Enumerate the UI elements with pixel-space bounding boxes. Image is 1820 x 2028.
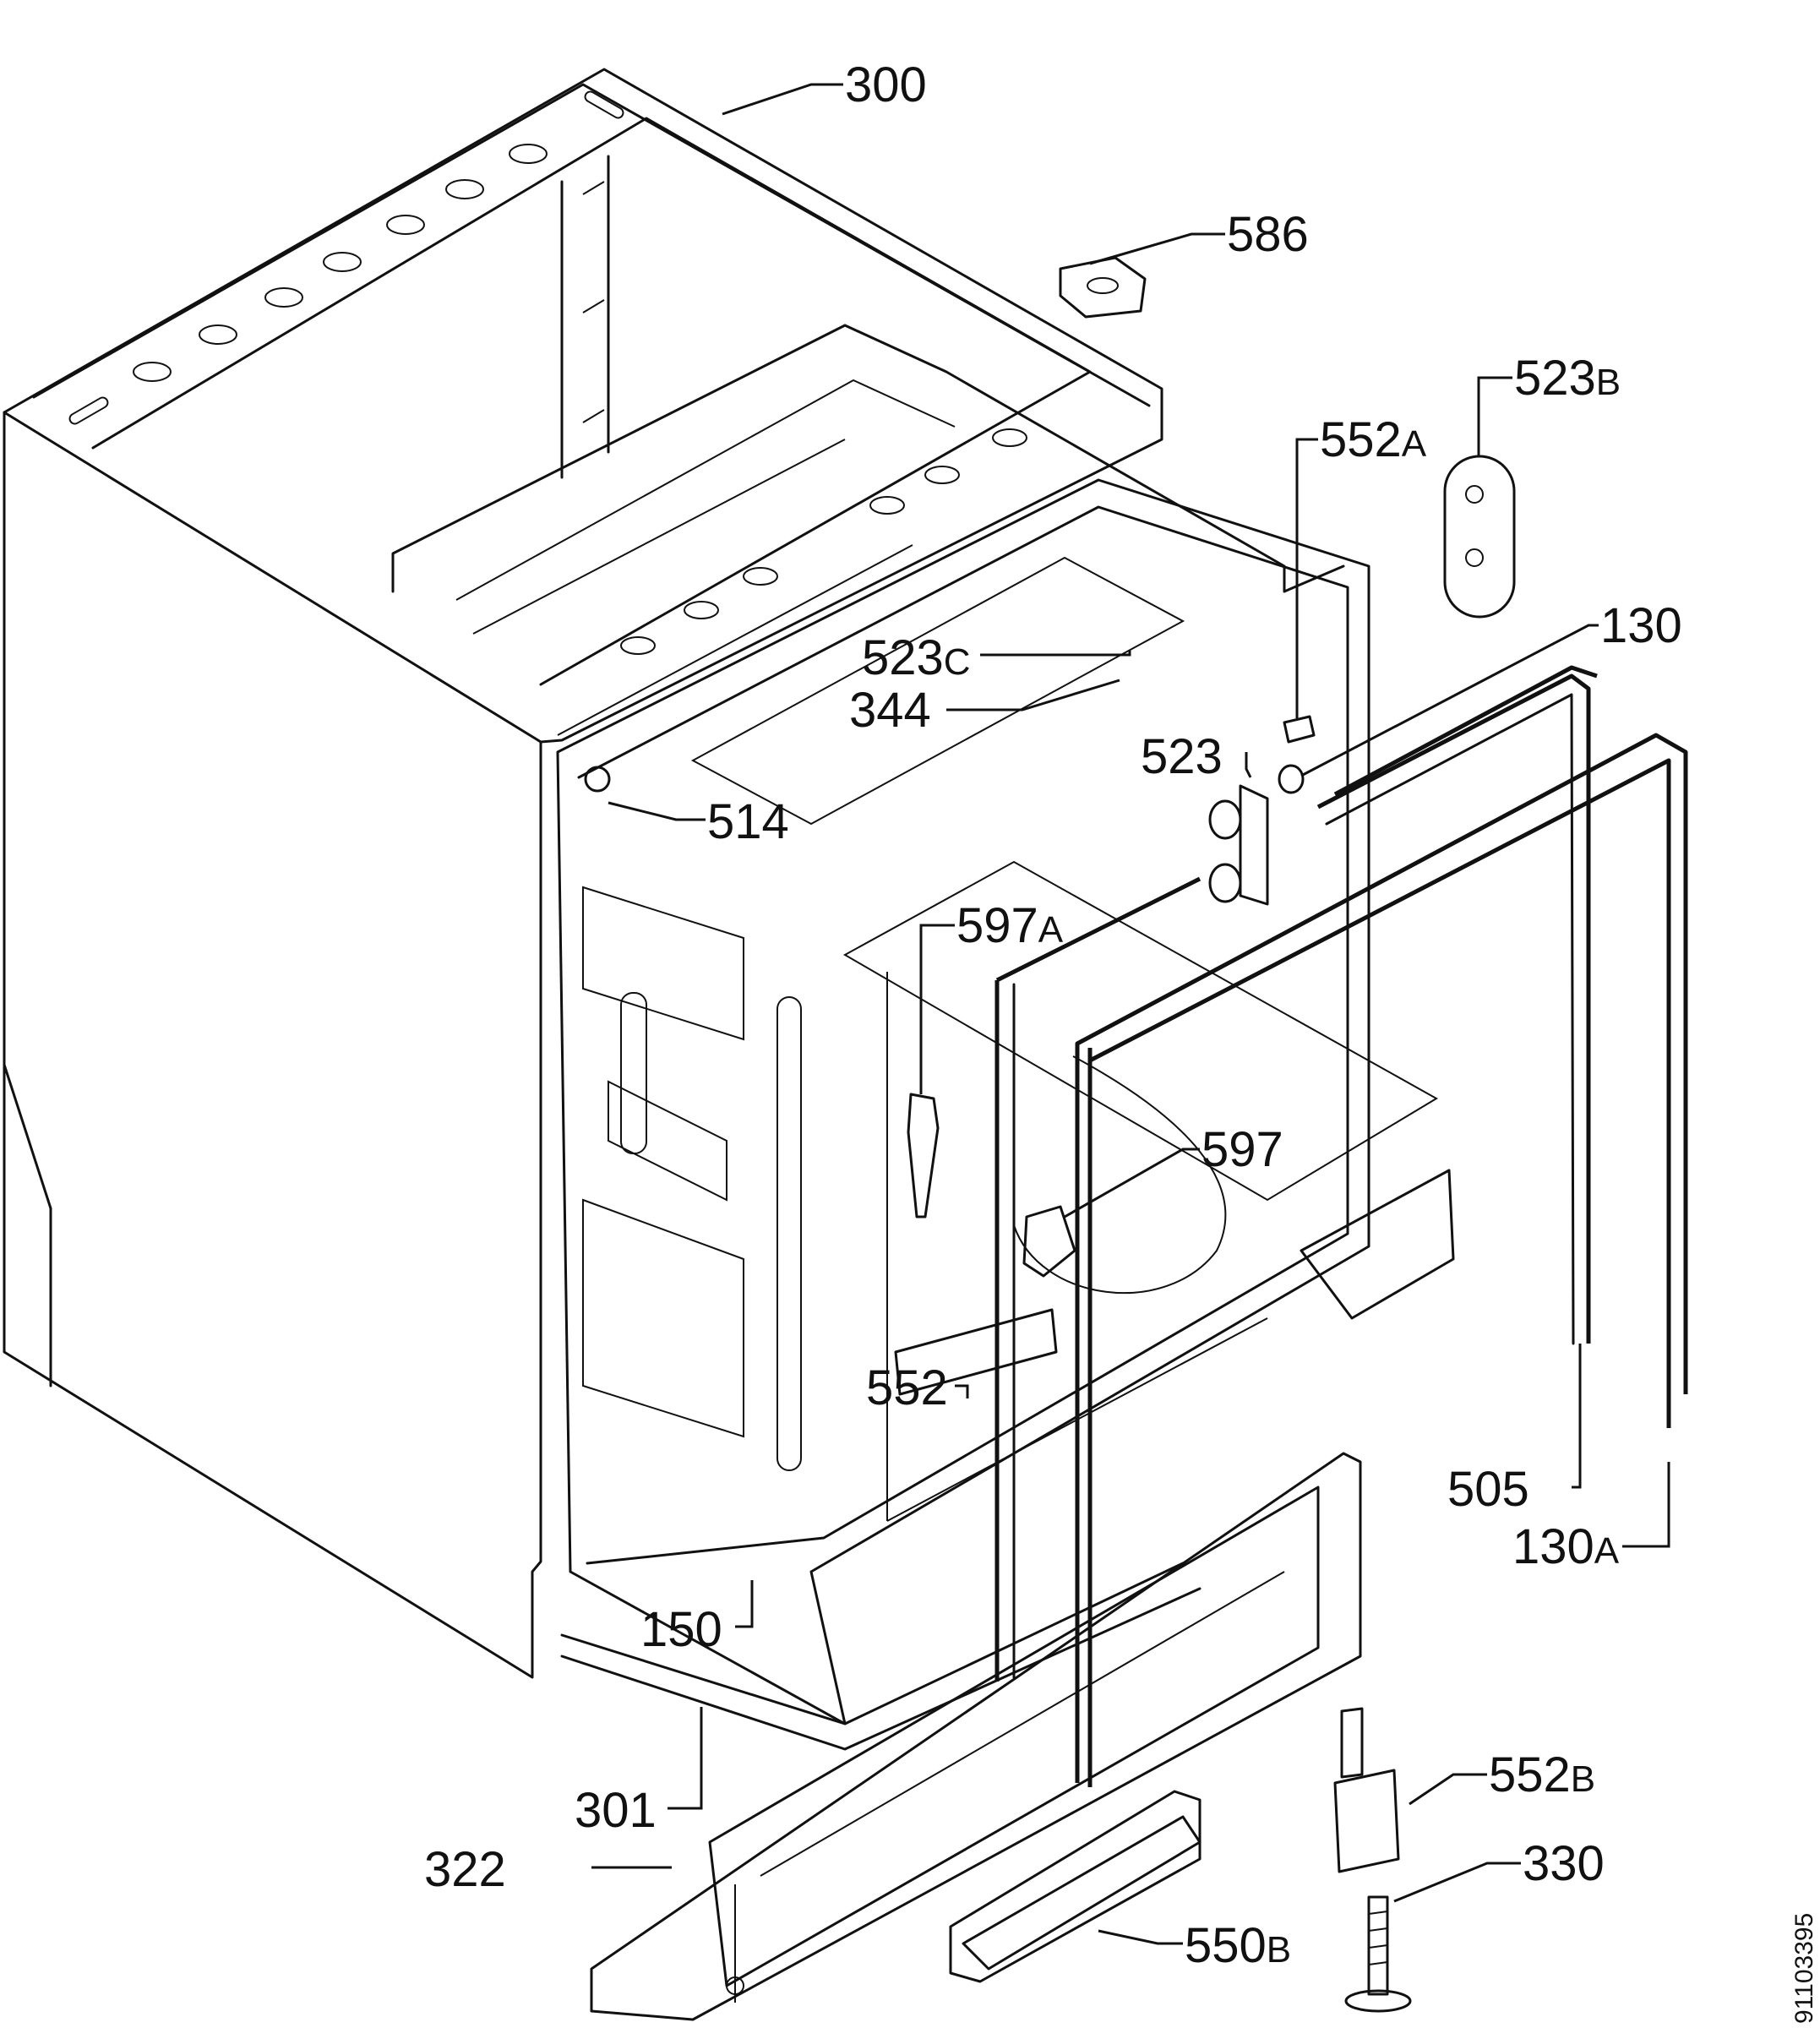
- callout-322: 322: [424, 1842, 506, 1897]
- dishwasher-cabinet-drawing: [3, 68, 1455, 1751]
- callout-597a: 597A: [956, 898, 1064, 953]
- callout-514: 514: [707, 794, 789, 849]
- callout-552a: 552A: [1320, 412, 1427, 467]
- callout-300: 300: [845, 57, 927, 112]
- callout-586: 586: [1227, 207, 1309, 262]
- door-seal-drawing: [994, 665, 1688, 1787]
- callout-130: 130: [1600, 598, 1682, 653]
- callout-597: 597: [1202, 1122, 1283, 1177]
- callout-150: 150: [640, 1602, 722, 1657]
- callout-130a: 130A: [1512, 1519, 1620, 1574]
- callout-550b: 550B: [1185, 1918, 1291, 1973]
- bottom-frame-drawing: [590, 1452, 1362, 2021]
- callout-523c: 523C: [862, 630, 971, 685]
- callout-523b: 523B: [1514, 351, 1621, 406]
- leader-lines: [591, 83, 1670, 1945]
- callout-labels: 300 586 523B 552A 130 523C 344 523 514 5…: [424, 57, 1682, 1973]
- callout-301: 301: [575, 1783, 657, 1838]
- callout-552b: 552B: [1489, 1747, 1595, 1802]
- callout-505: 505: [1447, 1462, 1529, 1517]
- callout-344: 344: [849, 683, 931, 738]
- callout-552: 552: [866, 1360, 948, 1415]
- callout-330: 330: [1523, 1836, 1605, 1891]
- document-id: 91103395: [1790, 1913, 1818, 2024]
- callout-523: 523: [1141, 729, 1223, 784]
- small-parts-drawing: [584, 256, 1516, 2013]
